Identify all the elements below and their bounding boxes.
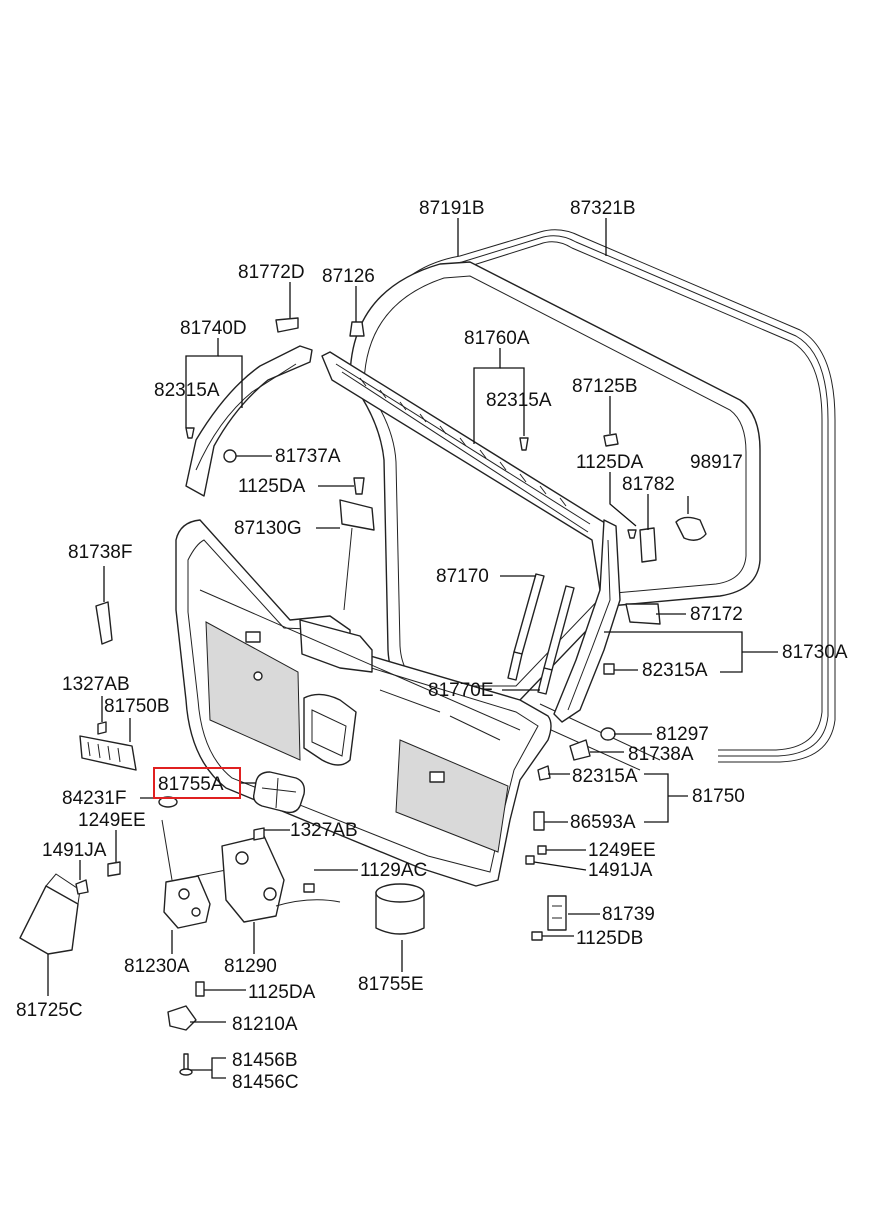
hinge-87172 <box>625 603 661 625</box>
side-garnish-right <box>553 519 621 723</box>
bumper-81738A <box>569 739 591 761</box>
label-81738A: 81738A <box>628 744 694 765</box>
label-81297: 81297 <box>656 724 709 745</box>
label-81770E: 81770E <box>428 680 494 701</box>
latch-81230A <box>161 819 227 929</box>
label-81782: 81782 <box>622 474 675 495</box>
part-labels: 87191B 87321B 81772D 87126 81740D 82315A… <box>16 198 848 1093</box>
grommet-81755A <box>252 771 306 814</box>
label-1327AB-center: 1327AB <box>290 820 358 841</box>
label-87172: 87172 <box>690 604 743 625</box>
label-81725C: 81725C <box>16 1000 83 1021</box>
label-1125DA-top: 1125DA <box>238 476 306 497</box>
label-81755E: 81755E <box>358 974 424 995</box>
label-81740D: 81740D <box>180 318 247 339</box>
label-1249EE-left: 1249EE <box>78 810 146 831</box>
label-82315A-mid: 82315A <box>486 390 552 411</box>
label-81738F: 81738F <box>68 542 132 563</box>
highlight-box <box>153 767 241 799</box>
label-81772D: 81772D <box>238 262 305 283</box>
label-82315A-top-left: 82315A <box>154 380 220 401</box>
label-81750B: 81750B <box>104 696 170 717</box>
label-81230A: 81230A <box>124 956 190 977</box>
actuator-81290 <box>221 835 341 923</box>
upper-garnish <box>321 351 618 591</box>
label-87170: 87170 <box>436 566 489 587</box>
label-81290: 81290 <box>224 956 277 977</box>
label-87191B: 87191B <box>419 198 485 219</box>
clip-86593A <box>533 811 545 831</box>
label-1491JA-left: 1491JA <box>42 840 107 861</box>
bracket-81725C <box>19 873 81 955</box>
label-1129AC: 1129AC <box>360 860 427 881</box>
label-81739: 81739 <box>602 904 655 925</box>
label-81760A: 81760A <box>464 328 530 349</box>
label-82315A-right: 82315A <box>642 660 708 681</box>
label-81456C: 81456C <box>232 1072 299 1093</box>
label-82315A-lower-right: 82315A <box>572 766 638 787</box>
glass-frame <box>349 261 761 771</box>
label-1249EE-right: 1249EE <box>588 840 656 861</box>
clip-81738F <box>95 601 113 645</box>
label-1125DB: 1125DB <box>576 928 643 949</box>
label-87126: 87126 <box>322 266 375 287</box>
label-1125DA-right: 1125DA <box>576 452 644 473</box>
bolt-81456B <box>179 1053 193 1076</box>
label-87130G: 87130G <box>234 518 302 539</box>
label-87125B: 87125B <box>572 376 638 397</box>
label-81730A: 81730A <box>782 642 848 663</box>
leader-lines <box>47 218 778 1079</box>
label-98917: 98917 <box>690 452 743 473</box>
label-87321B: 87321B <box>570 198 636 219</box>
gas-struts <box>507 573 575 695</box>
label-81210A: 81210A <box>232 1014 298 1035</box>
label-81737A: 81737A <box>275 446 341 467</box>
small-parts <box>75 317 657 997</box>
pad-98917 <box>675 516 707 541</box>
label-86593A: 86593A <box>570 812 636 833</box>
bracket-81739 <box>547 895 567 931</box>
side-garnish-left <box>185 345 313 497</box>
label-1491JA-right: 1491JA <box>588 860 653 881</box>
spacer-81297 <box>600 727 616 741</box>
label-81456B: 81456B <box>232 1050 298 1071</box>
label-1327AB-left: 1327AB <box>62 674 130 695</box>
label-81750: 81750 <box>692 786 745 807</box>
striker-81210A <box>167 1005 197 1031</box>
label-84231F: 84231F <box>62 788 126 809</box>
handle-81755E <box>375 883 425 935</box>
label-1125DA-bottom: 1125DA <box>248 982 316 1003</box>
bracket-81750B <box>79 735 137 771</box>
label-81755A: 81755A <box>158 774 224 795</box>
